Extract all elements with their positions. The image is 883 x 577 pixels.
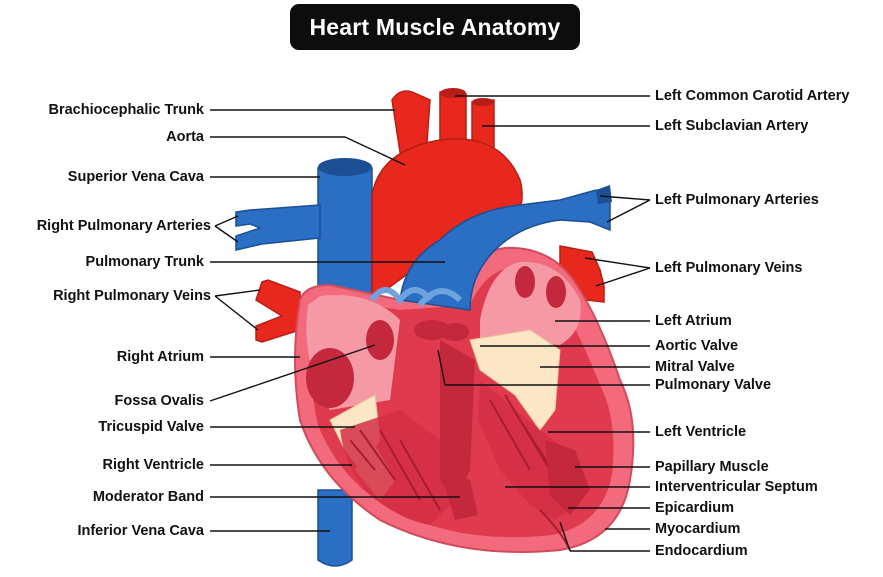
label-myocardium: Myocardium <box>655 520 740 538</box>
label-left-subclavian-artery: Left Subclavian Artery <box>655 117 808 135</box>
fossa-ovalis <box>306 348 354 408</box>
label-left-pulmonary-veins: Left Pulmonary Veins <box>655 259 802 277</box>
label-papillary-muscle: Papillary Muscle <box>655 458 769 476</box>
label-right-pulmonary-arteries: Right Pulmonary Arteries <box>37 217 211 235</box>
label-endocardium: Endocardium <box>655 542 748 560</box>
label-left-pulmonary-arteries: Left Pulmonary Arteries <box>655 191 819 209</box>
label-left-ventricle: Left Ventricle <box>655 423 746 441</box>
label-aortic-valve: Aortic Valve <box>655 337 738 355</box>
right-pulmonary-arteries <box>236 205 320 250</box>
label-aorta: Aorta <box>166 128 204 146</box>
label-right-ventricle: Right Ventricle <box>102 456 204 474</box>
label-pulmonary-valve: Pulmonary Valve <box>655 376 771 394</box>
label-superior-vena-cava: Superior Vena Cava <box>68 168 204 186</box>
label-tricuspid-valve: Tricuspid Valve <box>98 418 204 436</box>
label-moderator-band: Moderator Band <box>93 488 204 506</box>
label-right-pulmonary-veins: Right Pulmonary Veins <box>53 287 211 305</box>
label-left-common-carotid-artery: Left Common Carotid Artery <box>655 87 849 105</box>
superior-vena-cava <box>318 168 372 300</box>
inferior-vena-cava <box>318 490 352 566</box>
label-fossa-ovalis: Fossa Ovalis <box>115 392 204 410</box>
label-right-atrium: Right Atrium <box>117 348 204 366</box>
superior-vena-cava-opening <box>318 158 372 176</box>
label-inferior-vena-cava: Inferior Vena Cava <box>77 522 204 540</box>
label-left-atrium: Left Atrium <box>655 312 732 330</box>
label-epicardium: Epicardium <box>655 499 734 517</box>
label-brachiocephalic-trunk: Brachiocephalic Trunk <box>48 101 204 119</box>
label-pulmonary-trunk: Pulmonary Trunk <box>86 253 204 271</box>
label-interventricular-septum: Interventricular Septum <box>655 478 818 496</box>
right-pulmonary-veins <box>256 280 300 342</box>
label-mitral-valve: Mitral Valve <box>655 358 735 376</box>
